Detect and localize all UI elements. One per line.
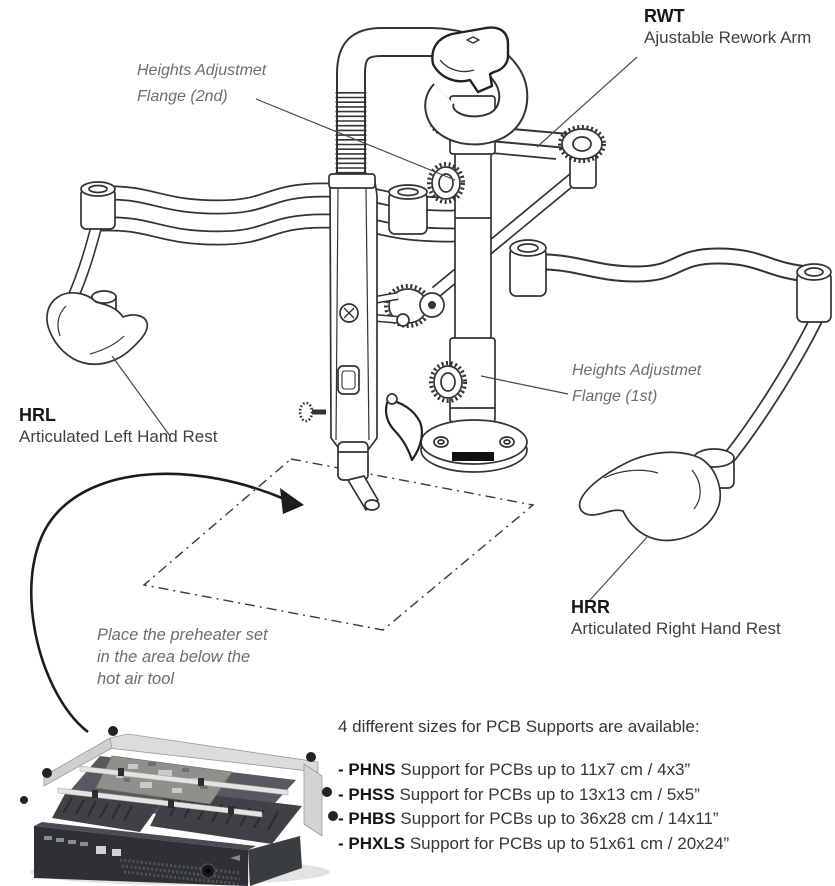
note-line1: Place the preheater set (97, 626, 268, 644)
flex-hose (335, 26, 513, 196)
left-arm (66, 181, 452, 312)
slot (337, 365, 360, 395)
support-desc: Support for PCBs up to 11x7 cm / 4x3” (400, 760, 691, 779)
callout-flange-1st: Heights Adjustmet Flange (1st) (572, 358, 701, 410)
arrowhead-icon (280, 488, 304, 514)
logo-mark (230, 855, 240, 861)
leader-hrr (589, 535, 649, 601)
support-code: PHSS (348, 784, 395, 804)
knob-1st-flange (429, 361, 467, 403)
flange-1st-line2: Flange (1st) (572, 388, 658, 405)
support-item-phxls: - PHXLS Support for PCBs up to 51x61 cm … (338, 832, 729, 857)
leader-rwt (536, 56, 638, 148)
hrr-desc: Articulated Right Hand Rest (571, 619, 781, 638)
flange-2nd-line2: Flange (2nd) (137, 88, 228, 105)
support-desc: Support for PCBs up to 51x61 cm / 20x24” (409, 833, 730, 853)
support-desc: Support for PCBs up to 13x13 cm / 5x5” (399, 784, 700, 804)
support-code: PHXLS (348, 833, 406, 853)
placement-arrow (29, 472, 304, 734)
bullet: - (338, 809, 344, 828)
flange-2nd-line1: Heights Adjustmet (137, 62, 267, 79)
rwt-code: RWT (644, 6, 685, 26)
support-desc: Support for PCBs up to 36x28 cm / 14x11” (400, 809, 719, 828)
preheater-photo (20, 726, 338, 886)
arm-knob (558, 125, 606, 163)
bullet: - (338, 784, 344, 804)
right-arm (509, 239, 832, 464)
pcb-supports-block: 4 different sizes for PCB Supports are a… (338, 716, 729, 856)
rwt-desc: Ajustable Rework Arm (644, 28, 812, 47)
callout-hrr: HRR Articulated Right Hand Rest (571, 596, 781, 640)
hrl-code: HRL (19, 405, 56, 425)
leader-hrl (111, 355, 171, 437)
right-hand-rest (578, 448, 735, 542)
support-item-phns: - PHNS Support for PCBs up to 11x7 cm / … (338, 758, 729, 783)
release-lever (384, 398, 423, 462)
side-knob (298, 401, 314, 423)
support-code: PHNS (348, 760, 396, 779)
hrl-desc: Articulated Left Hand Rest (19, 427, 218, 446)
note-line2: in the area below the (97, 648, 251, 666)
knob-2nd-flange (427, 162, 465, 204)
leader-flange-1st (480, 375, 569, 395)
support-code: PHBS (348, 809, 396, 828)
work-area-outline (142, 458, 535, 631)
callout-flange-2nd: Heights Adjustmet Flange (2nd) (137, 58, 266, 110)
note-line3: hot air tool (97, 670, 175, 688)
bullet: - (338, 833, 344, 853)
support-item-phbs: - PHBS Support for PCBs up to 36x28 cm /… (338, 807, 729, 832)
tool-clamp-bracket (431, 26, 510, 94)
left-hand-rest (46, 290, 149, 366)
placement-note: Place the preheater set in the area belo… (97, 624, 268, 690)
support-item-phss: - PHSS Support for PCBs up to 13x13 cm /… (338, 783, 729, 808)
callout-rwt: RWT Ajustable Rework Arm (644, 5, 811, 49)
bullet: - (338, 760, 344, 779)
tool-holder (298, 173, 423, 511)
rework-arm-bars (436, 125, 606, 292)
rail-clamp (388, 184, 428, 235)
leader-lines (111, 56, 649, 601)
support-post (420, 95, 528, 473)
leader-flange-2nd (255, 98, 456, 181)
flange-1st-line1: Heights Adjustmet (572, 362, 702, 379)
callout-hrl: HRL Articulated Left Hand Rest (19, 404, 217, 448)
elbow-joint (373, 284, 445, 328)
hrr-code: HRR (571, 597, 610, 617)
pcb-supports-list: - PHNS Support for PCBs up to 11x7 cm / … (338, 758, 729, 856)
tool-nose (337, 441, 369, 481)
pcb-supports-heading: 4 different sizes for PCB Supports are a… (338, 717, 700, 736)
